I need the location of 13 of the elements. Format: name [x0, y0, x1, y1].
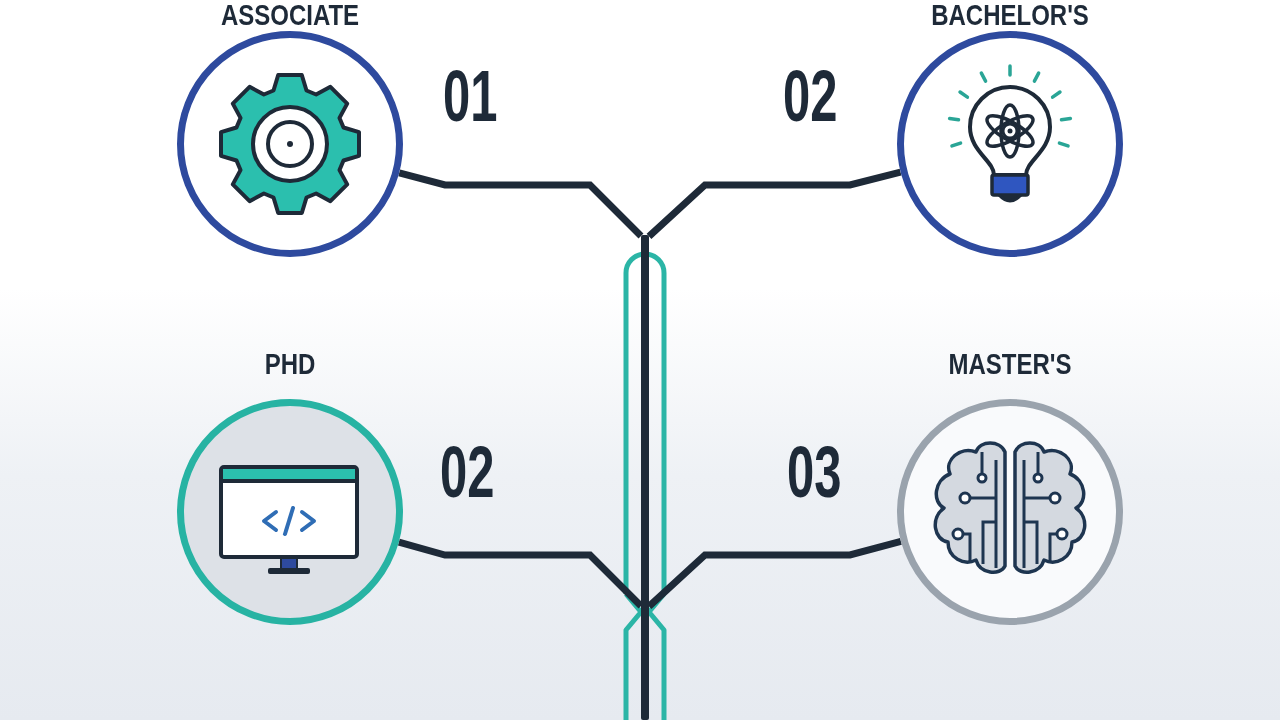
connector-line	[397, 538, 644, 609]
degree-title: ASSOCIATE	[220, 0, 360, 30]
degree-title: PHD	[264, 349, 316, 379]
degree-title: BACHELOR'S	[931, 0, 1089, 30]
step-number: 01	[443, 60, 498, 132]
connector-line	[646, 168, 902, 239]
step-number: 02	[440, 436, 495, 508]
step-number: 02	[783, 60, 838, 132]
connector-line	[646, 537, 902, 609]
connector-line	[398, 169, 644, 239]
trunk-bar	[641, 235, 649, 720]
degree-title: MASTER'S	[948, 349, 1072, 379]
step-number: 03	[787, 436, 842, 508]
